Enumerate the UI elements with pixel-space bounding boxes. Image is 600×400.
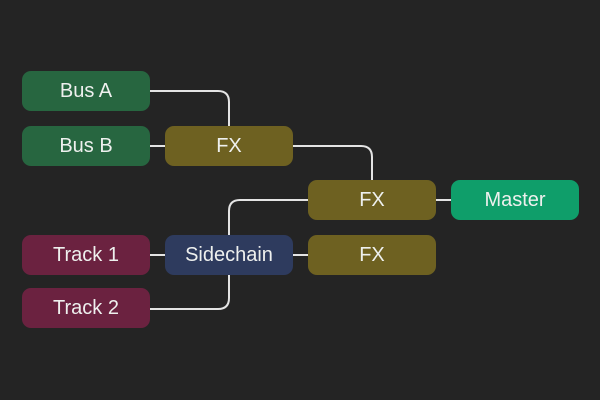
node-label: Master <box>484 188 546 211</box>
node-bus-a[interactable]: Bus A <box>22 71 150 111</box>
node-label: FX <box>216 134 242 157</box>
node-label: FX <box>359 188 385 211</box>
node-fx-main[interactable]: FX <box>308 180 436 220</box>
wire-bus-a-to-fx <box>150 90 230 126</box>
node-sidechain[interactable]: Sidechain <box>165 235 293 275</box>
node-label: Bus B <box>59 134 113 157</box>
wire-fx-to-main-fx <box>293 145 373 181</box>
node-track-2[interactable]: Track 2 <box>22 288 150 328</box>
node-label: Track 1 <box>53 243 119 266</box>
node-label: Track 2 <box>53 296 119 319</box>
wire-sidechain-to-main-fx <box>228 199 308 235</box>
node-label: FX <box>359 243 385 266</box>
node-bus-b[interactable]: Bus B <box>22 126 150 166</box>
node-fx-bus[interactable]: FX <box>165 126 293 166</box>
node-track-1[interactable]: Track 1 <box>22 235 150 275</box>
node-label: Sidechain <box>185 243 273 266</box>
node-label: Bus A <box>59 79 113 102</box>
node-fx-side[interactable]: FX <box>308 235 436 275</box>
node-master[interactable]: Master <box>451 180 579 220</box>
wire-track-2-to-sidechain <box>150 275 230 310</box>
